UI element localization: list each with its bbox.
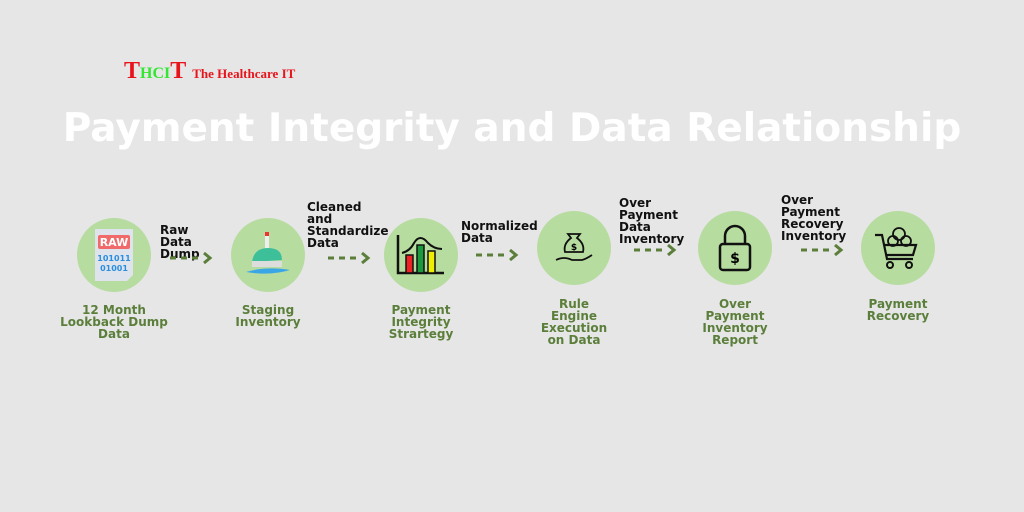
svg-text:$: $ — [571, 243, 577, 253]
connector-label: Raw Data Dump — [160, 223, 200, 261]
page-title: Payment Integrity and Data Relationship — [62, 106, 962, 151]
dashed-arrow-icon — [476, 249, 519, 261]
logo-t: T — [124, 58, 141, 84]
svg-text:01001: 01001 — [100, 264, 128, 273]
step-label: Rule Engine Execution on Data — [540, 297, 608, 347]
shopping-cart-coins-icon — [875, 227, 918, 269]
svg-text:101011: 101011 — [97, 254, 131, 263]
step-label: Over Payment Inventory Report — [702, 297, 768, 347]
dashed-arrow-icon — [170, 252, 213, 264]
step-circle-overpayment-report: $ — [698, 211, 772, 285]
step-circle-recovery — [861, 211, 935, 285]
logo-tagline: The Healthcare IT — [192, 66, 296, 81]
step-label: Payment Integrity Strartegy — [388, 303, 454, 341]
dashed-arrow-icon — [634, 244, 677, 256]
logo-t: T — [170, 58, 187, 84]
connector-label: Cleaned and Standardize Data — [307, 200, 389, 250]
bar-chart-icon — [396, 235, 444, 275]
dollar-lock-icon: $ — [718, 224, 752, 272]
dashed-arrow-icon — [328, 252, 371, 264]
step-label: Staging Inventory — [235, 303, 301, 329]
logo-hci: HCI — [140, 65, 171, 82]
step-label: Payment Recovery — [866, 297, 930, 323]
step-circle-strategy — [384, 218, 458, 292]
connector-label: Over Payment Recovery Inventory — [781, 193, 847, 243]
money-hand-icon: $ — [555, 233, 593, 261]
connector-label: Over Payment Data Inventory — [619, 196, 685, 246]
logo: THCIT The Healthcare IT — [124, 58, 295, 85]
svg-text:RAW: RAW — [100, 236, 129, 249]
step-label: 12 Month Lookback Dump Data — [60, 303, 168, 341]
cleaning-brush-icon — [246, 232, 290, 274]
step-circle-rule-engine: $ — [537, 211, 611, 285]
connector-label: Normalized Data — [461, 219, 538, 245]
svg-text:$: $ — [730, 251, 740, 267]
dashed-arrow-icon — [801, 244, 844, 256]
step-circle-staging — [231, 218, 305, 292]
